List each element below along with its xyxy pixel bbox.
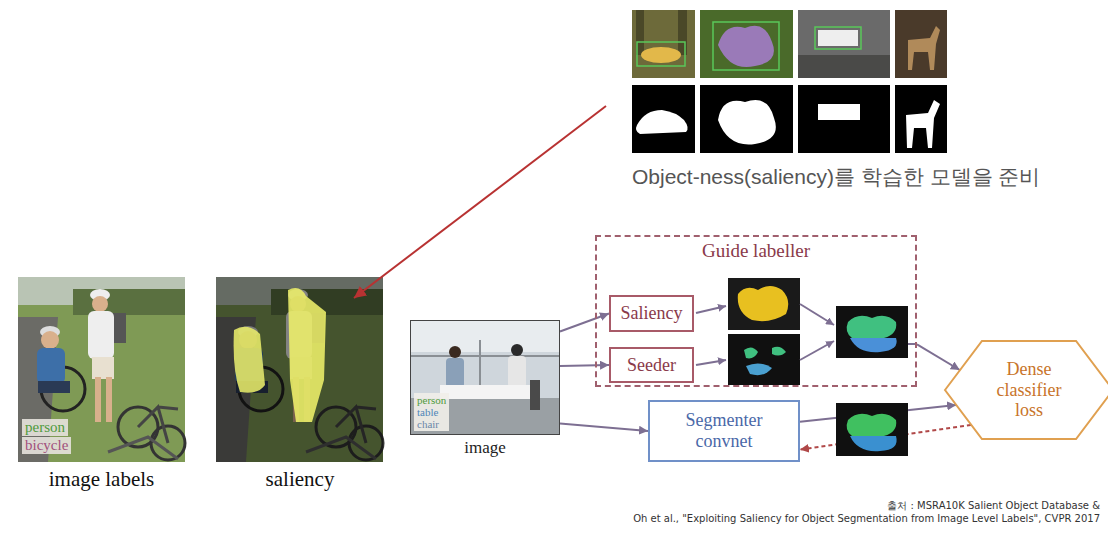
mask	[728, 334, 800, 385]
group-heading: Guide labeller	[597, 240, 915, 262]
source-note: Oh et al., "Exploiting Saliency for Obje…	[633, 513, 1100, 524]
photo	[216, 277, 383, 462]
saliency-region	[234, 327, 265, 393]
node-label: Segmenter convnet	[668, 410, 780, 451]
photo	[18, 277, 185, 462]
pointer-arrow	[354, 106, 606, 298]
thumb-photo	[700, 10, 793, 78]
car	[641, 47, 681, 63]
photo	[410, 320, 560, 435]
mask-shape	[847, 414, 897, 436]
mask	[895, 85, 947, 153]
head	[449, 346, 461, 358]
flow-line	[800, 341, 834, 360]
process-box: Seeder	[609, 347, 694, 383]
caption: Object-ness(saliency)를 학습한 모델을 준비	[632, 163, 1040, 191]
chair	[530, 380, 540, 410]
node-label: Saliency	[621, 303, 683, 324]
mask-shape	[906, 100, 940, 148]
class-tag: chair	[417, 418, 446, 430]
source-note: 출처 : MSRA10K Salient Object Database &	[887, 499, 1100, 513]
mask-shape	[850, 436, 897, 451]
mask-shape	[746, 363, 772, 375]
dim-overlay	[216, 277, 383, 462]
deer	[908, 26, 940, 70]
window	[410, 320, 560, 352]
input-image: persontablechairimage	[410, 320, 560, 435]
bbox	[815, 27, 861, 49]
class-tag: person	[417, 394, 446, 406]
person-body	[446, 358, 464, 388]
mask	[836, 403, 908, 456]
mask-shape	[718, 100, 776, 145]
node-label: Seeder	[627, 355, 676, 376]
flow-line	[696, 306, 726, 313]
network-box: Segmenter convnet	[648, 400, 800, 462]
mask	[798, 85, 890, 153]
process-box: Saliency	[609, 295, 694, 332]
node-label: Dense classifier loss	[986, 359, 1072, 421]
label-patch: persontablechair	[414, 393, 449, 431]
flow-arrow	[917, 344, 960, 370]
railing	[410, 355, 560, 357]
mask-shape	[744, 347, 758, 358]
image-caption: image	[411, 438, 559, 458]
mask-shape	[847, 316, 897, 338]
mask-shape	[738, 286, 788, 321]
flow-line	[800, 304, 834, 325]
mask	[728, 278, 800, 330]
mask	[700, 85, 793, 153]
class-tag: person	[22, 419, 68, 436]
flow-line	[696, 360, 726, 365]
head	[511, 344, 523, 356]
flower	[718, 26, 774, 67]
saliency-region	[288, 288, 326, 422]
flow-arrow	[560, 314, 609, 332]
mask-shape	[636, 110, 688, 134]
truck	[818, 30, 858, 46]
flow-arrow	[560, 365, 609, 366]
rocks	[798, 55, 890, 78]
class-tag: bicycle	[22, 437, 71, 454]
mask	[836, 306, 908, 358]
table	[440, 385, 540, 399]
bbox	[713, 22, 779, 70]
image-caption: saliency	[215, 467, 385, 492]
mask-shape	[850, 338, 897, 352]
loss-hexagon: Dense classifier loss	[945, 340, 1108, 440]
hexagon-shape	[945, 341, 1108, 439]
image-caption: image labels	[18, 467, 185, 492]
thumb-photo	[895, 10, 947, 78]
thumb-photo	[632, 10, 695, 78]
person-body	[508, 356, 526, 388]
mask	[632, 85, 695, 153]
bbox	[637, 42, 685, 66]
flow-arrow	[560, 424, 648, 432]
thumb-photo	[798, 10, 890, 78]
dashed-group: SaliencySeeder Guide labeller	[595, 235, 917, 387]
class-tag: table	[417, 406, 446, 418]
mask-shape	[818, 104, 860, 120]
mask-shape	[772, 347, 786, 356]
